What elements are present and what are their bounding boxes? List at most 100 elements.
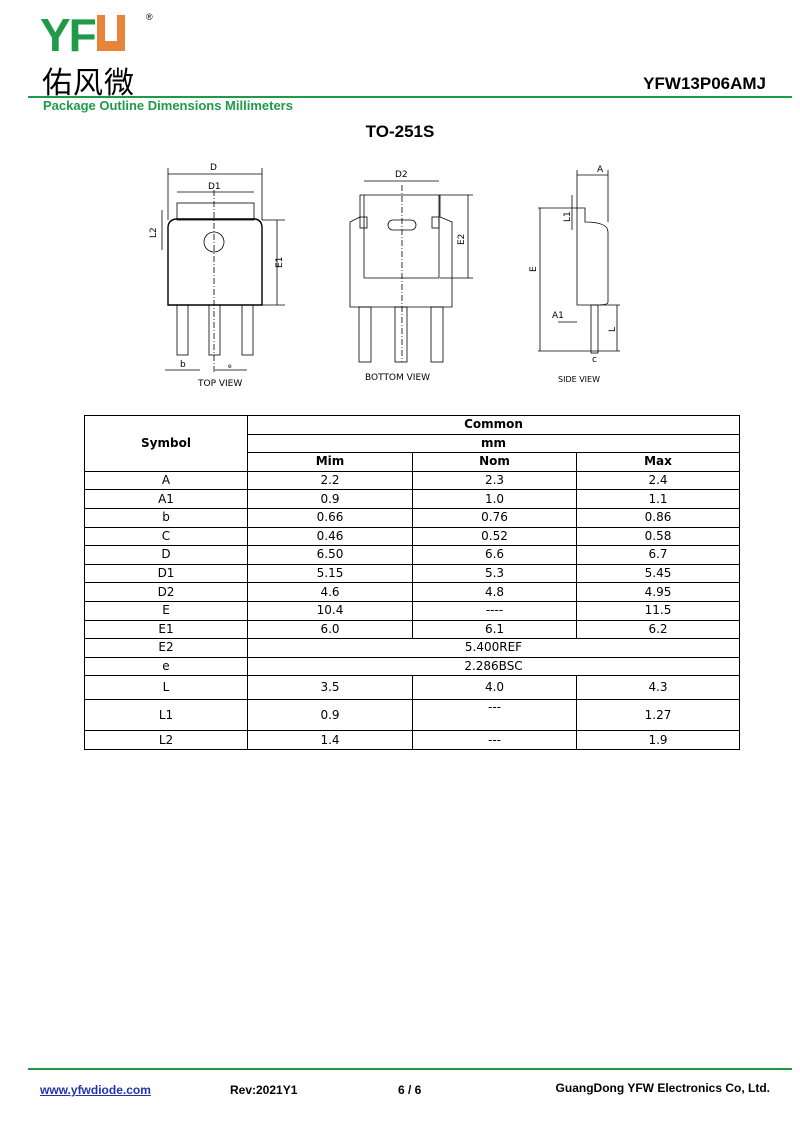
- dim-label-e: E: [529, 266, 539, 272]
- symbol-header: Symbol: [84, 415, 248, 472]
- col-header-max: Max: [576, 452, 740, 472]
- bottom-view-label: BOTTOM VIEW: [365, 373, 430, 383]
- unit-header: mm: [247, 433, 740, 454]
- company-name: GuangDong YFW Electronics Co, Ltd.: [555, 1081, 770, 1095]
- cell-max: 6.2: [576, 619, 740, 640]
- col-header-nom: Nom: [412, 452, 577, 472]
- package-name: TO-251S: [365, 122, 435, 141]
- dim-label-l2: L2: [149, 227, 159, 238]
- dim-label-a1: A1: [552, 311, 564, 321]
- cell-min: 1.4: [247, 730, 413, 750]
- col-header-min: Mim: [247, 452, 413, 472]
- dim-label-e2: E2: [457, 234, 467, 245]
- cell-nom: ----: [412, 600, 577, 621]
- group-header: Common: [247, 415, 740, 435]
- cell-symbol: L: [84, 675, 248, 701]
- dim-label-c: c: [592, 355, 597, 365]
- cell-nom: 2.3: [412, 470, 577, 491]
- cell-min: 6.50: [247, 545, 413, 565]
- dim-label-l1: L1: [563, 211, 573, 222]
- logo: YF: [40, 10, 125, 60]
- cell-nom: 6.6: [412, 545, 577, 565]
- cell-symbol: L1: [84, 699, 248, 732]
- cell-max: 2.4: [576, 470, 740, 491]
- revision: Rev:2021Y1: [230, 1083, 298, 1097]
- cell-max: 4.95: [576, 582, 740, 602]
- cell-min: 2.2: [247, 470, 413, 491]
- cell-max: 4.3: [576, 675, 740, 701]
- side-view: A L1 E A1 L c SIDE VIEW: [529, 165, 620, 384]
- cell-min: 0.9: [247, 699, 413, 732]
- cell-min: 3.5: [247, 675, 413, 701]
- cell-max: 1.9: [576, 730, 740, 750]
- dim-label-b: b: [180, 360, 186, 370]
- cell-max: 0.58: [576, 526, 740, 547]
- cell-max: 5.45: [576, 563, 740, 584]
- cell-max: 6.7: [576, 545, 740, 565]
- header-divider: [28, 96, 792, 98]
- cell-nom: 6.1: [412, 619, 577, 640]
- package-outline-drawing: D D1 E1 L2 b e TOP VIEW D2 E2 BOTTOM VIE…: [149, 163, 620, 389]
- dim-label-d1: D1: [208, 182, 221, 192]
- website-link[interactable]: www.yfwdiode.com: [40, 1083, 151, 1097]
- cell-nom: 1.0: [412, 489, 577, 509]
- cell-max: 1.27: [576, 699, 740, 732]
- dim-label-d2: D2: [395, 170, 408, 180]
- cell-symbol: A: [84, 470, 248, 491]
- cell-symbol: E: [84, 600, 248, 621]
- footer-divider: [28, 1068, 792, 1070]
- cell-span: 2.286BSC: [247, 656, 740, 677]
- top-view-label: TOP VIEW: [197, 379, 242, 389]
- cell-min: 0.66: [247, 507, 413, 528]
- side-view-label: SIDE VIEW: [558, 375, 600, 384]
- cell-min: 6.0: [247, 619, 413, 640]
- part-number: YFW13P06AMJ: [643, 74, 766, 93]
- logo-w-mark: [96, 15, 125, 51]
- cell-nom: 0.76: [412, 507, 577, 528]
- dim-label-e1: E1: [275, 257, 285, 268]
- cell-symbol: C: [84, 526, 248, 547]
- dim-label-d: D: [210, 163, 217, 173]
- cell-min: 4.6: [247, 582, 413, 602]
- cell-symbol: E2: [84, 638, 248, 658]
- cell-symbol: e: [84, 656, 248, 677]
- dim-label-a: A: [597, 165, 604, 175]
- cell-nom: ---: [412, 730, 577, 750]
- cell-symbol: D2: [84, 582, 248, 602]
- logo-chinese: 佑风微: [42, 66, 135, 101]
- cell-nom: 4.8: [412, 582, 577, 602]
- cell-max: 1.1: [576, 489, 740, 509]
- cell-symbol: L2: [84, 730, 248, 750]
- cell-nom: 5.3: [412, 563, 577, 584]
- cell-nom: 0.52: [412, 526, 577, 547]
- cell-symbol: D1: [84, 563, 248, 584]
- cell-min: 10.4: [247, 600, 413, 621]
- cell-max: 0.86: [576, 507, 740, 528]
- cell-min: 0.9: [247, 489, 413, 509]
- cell-min: 5.15: [247, 563, 413, 584]
- cell-symbol: D: [84, 545, 248, 565]
- page-number: 6 / 6: [398, 1083, 422, 1097]
- dim-label-l: L: [608, 327, 618, 332]
- cell-span: 5.400REF: [247, 638, 740, 658]
- cell-symbol: E1: [84, 619, 248, 640]
- cell-max: 11.5: [576, 600, 740, 621]
- cell-symbol: A1: [84, 489, 248, 509]
- cell-min: 0.46: [247, 526, 413, 547]
